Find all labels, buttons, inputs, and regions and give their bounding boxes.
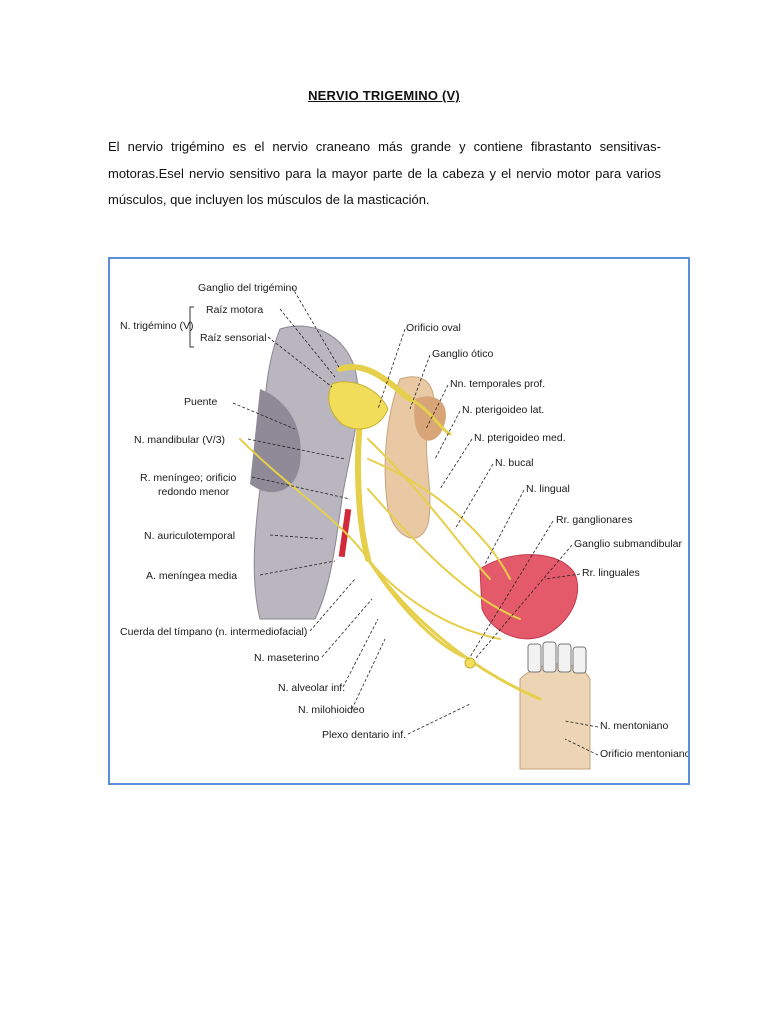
submandibular-ganglion: [464, 657, 476, 669]
trigeminal-ganglion: [328, 381, 389, 430]
label-orificio-oval: Orificio oval: [406, 322, 461, 334]
leader-lines: [232, 286, 599, 756]
label-ganglio-trigemino: Ganglio del trigémino: [198, 282, 297, 294]
label-n-mentoniano: N. mentoniano: [600, 720, 668, 732]
intro-paragraph: El nervio trigémino es el nervio cranean…: [108, 139, 661, 207]
label-raiz-motora: Raíz motora: [206, 304, 263, 316]
label-n-maseterino: N. maseterino: [254, 652, 320, 664]
label-n-auriculotemporal: N. auriculotemporal: [144, 530, 235, 542]
label-n-milohioideo: N. milohioideo: [298, 704, 365, 716]
anatomy-illustration: Ganglio del trigémino Raíz motora N. tri…: [120, 282, 688, 770]
label-cuerda-timpano: Cuerda del tímpano (n. intermediofacial): [120, 626, 307, 638]
label-n-lingual: N. lingual: [526, 483, 570, 495]
teeth-group: [527, 641, 587, 674]
pons-shape: [250, 389, 301, 493]
label-r-meningeo-2: redondo menor: [158, 486, 230, 498]
trigeminal-nerve-figure: Ganglio del trigémino Raíz motora N. tri…: [108, 257, 690, 785]
label-n-alveolar-inf: N. alveolar inf.: [278, 682, 345, 694]
document-title: NERVIO TRIGEMINO (V): [308, 88, 460, 103]
label-orificio-mentoniano: Orificio mentoniano: [600, 748, 688, 760]
label-n-bucal: N. bucal: [495, 457, 534, 469]
nerve-branches: [239, 364, 542, 701]
label-ganglio-otico: Ganglio ótico: [432, 348, 493, 360]
label-ganglio-submandibular: Ganglio submandibular: [574, 538, 682, 550]
tongue-shape: [479, 554, 579, 640]
label-rr-ganglionares: Rr. ganglionares: [556, 514, 632, 526]
mandible-shape: [519, 663, 591, 770]
label-a-meningea-media: A. meníngea media: [146, 570, 237, 582]
label-n-pterigoideo-med: N. pterigoideo med.: [474, 432, 566, 444]
label-raiz-sensorial: Raíz sensorial: [200, 332, 267, 344]
label-bracket: [189, 306, 194, 348]
label-plexo-dentario: Plexo dentario inf.: [322, 729, 406, 741]
label-r-meningeo-1: R. meníngeo; orificio: [140, 472, 236, 484]
label-n-pterigoideo-lat: N. pterigoideo lat.: [462, 404, 544, 416]
label-puente: Puente: [184, 396, 217, 408]
label-n-mandibular: N. mandibular (V/3): [134, 434, 225, 446]
label-n-trigemino: N. trigémino (V): [120, 320, 194, 332]
label-nn-temporales: Nn. temporales prof.: [450, 378, 545, 390]
label-rr-linguales: Rr. linguales: [582, 567, 640, 579]
